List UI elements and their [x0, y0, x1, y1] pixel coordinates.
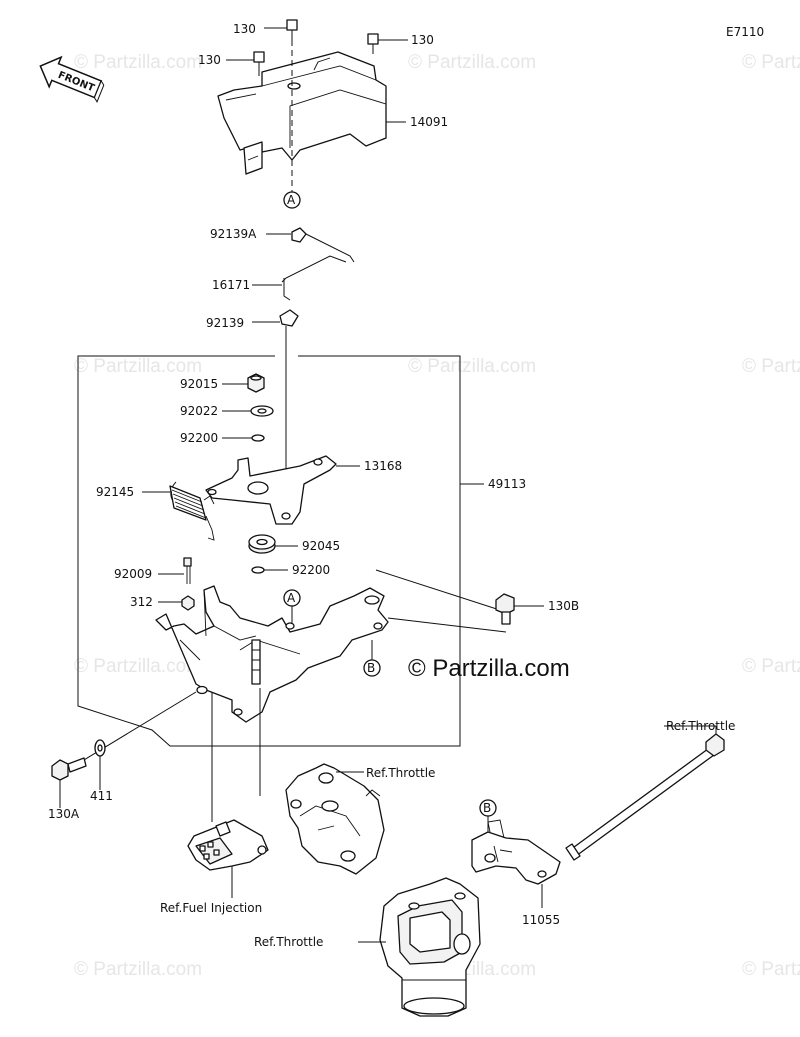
part-ref-fuel-injection-sensor: [187, 819, 269, 898]
label-92145: 92145: [96, 485, 134, 499]
watermark: © Partzilla.com: [74, 52, 202, 73]
part-312-nut: [158, 595, 195, 611]
watermark: © Partzilla.com: [408, 356, 536, 377]
watermark: © Partzilla.com: [74, 656, 202, 677]
label-130-top: 130: [233, 22, 256, 36]
callout-a-bracket: [283, 589, 301, 607]
watermark: © Partzilla.com: [74, 356, 202, 377]
watermark: © Partzilla.com: [742, 356, 800, 377]
part-ref-throttle-shaft: [565, 725, 725, 861]
label-92139: 92139: [206, 316, 244, 330]
label-92200-a: 92200: [180, 431, 218, 445]
callout-b-bracket-label: B: [367, 661, 375, 675]
part-92015-nut: [222, 373, 265, 393]
assembly-49113-frame: [77, 355, 461, 747]
label-14091: 14091: [410, 115, 448, 129]
callout-a-top-label: A: [287, 193, 296, 207]
part-main-bracket: [155, 585, 389, 723]
part-92045-bushing: [248, 534, 298, 554]
watermark: © Partzilla.com: [742, 959, 800, 980]
main-watermark: © Partzilla.com: [408, 655, 570, 682]
label-312: 312: [130, 595, 153, 609]
label-130-right: 130: [411, 33, 434, 47]
part-411-washer: [94, 739, 106, 790]
callout-a-bracket-label: A: [287, 591, 296, 605]
part-11055-bracket: [471, 819, 561, 908]
callout-a-top: [283, 191, 301, 209]
label-92022: 92022: [180, 404, 218, 418]
label-ref-throttle-bottom: Ref.Throttle: [254, 935, 323, 949]
screw-130-left: [226, 51, 265, 76]
label-411: 411: [90, 789, 113, 803]
part-ref-throttle-bottom: [358, 877, 481, 1017]
screw-130-top: [264, 19, 298, 40]
screw-130-right: [367, 33, 408, 54]
watermark: © Partzilla.com: [742, 52, 800, 73]
label-11055: 11055: [522, 913, 560, 927]
watermark-layer: © Partzilla.com © Partzilla.com © Partzi…: [74, 52, 800, 980]
label-92139A: 92139A: [210, 227, 257, 241]
diagram-code: E7110: [726, 25, 764, 39]
watermark: © Partzilla.com: [742, 656, 800, 677]
part-92009-bolt: [158, 557, 192, 584]
part-92139-clip: [252, 309, 299, 327]
watermark: © Partzilla.com: [408, 52, 536, 73]
label-92009: 92009: [114, 567, 152, 581]
label-130A: 130A: [48, 807, 80, 821]
part-92200-washer-a: [222, 434, 265, 442]
callout-b-lower-label: B: [483, 801, 491, 815]
label-ref-throttle-top-right: Ref.Throttle: [666, 719, 735, 733]
label-130-left: 130: [198, 53, 221, 67]
part-130B-bolt: [495, 593, 544, 625]
part-92022-washer: [222, 405, 274, 417]
label-ref-fuel-injection: Ref.Fuel Injection: [160, 901, 262, 915]
part-130A-bolt: [51, 757, 87, 808]
part-92145-spring: [142, 481, 215, 541]
callout-b-bracket: [363, 659, 381, 677]
part-14091-cover: [217, 51, 387, 175]
part-92200-washer-b: [251, 566, 288, 574]
part-13168-plate: [205, 455, 360, 525]
watermark: © Partzilla.com: [74, 959, 202, 980]
label-ref-throttle-mid: Ref.Throttle: [366, 766, 435, 780]
label-16171: 16171: [212, 278, 250, 292]
part-16171-rod: [252, 233, 355, 301]
label-13168: 13168: [364, 459, 402, 473]
callout-b-lower: [479, 799, 497, 817]
part-ref-throttle-mid: [285, 763, 385, 875]
label-92045: 92045: [302, 539, 340, 553]
part-92139A-clip: [266, 227, 307, 243]
label-92200-b: 92200: [292, 563, 330, 577]
label-49113: 49113: [488, 477, 526, 491]
label-92015: 92015: [180, 377, 218, 391]
label-130B: 130B: [548, 599, 579, 613]
